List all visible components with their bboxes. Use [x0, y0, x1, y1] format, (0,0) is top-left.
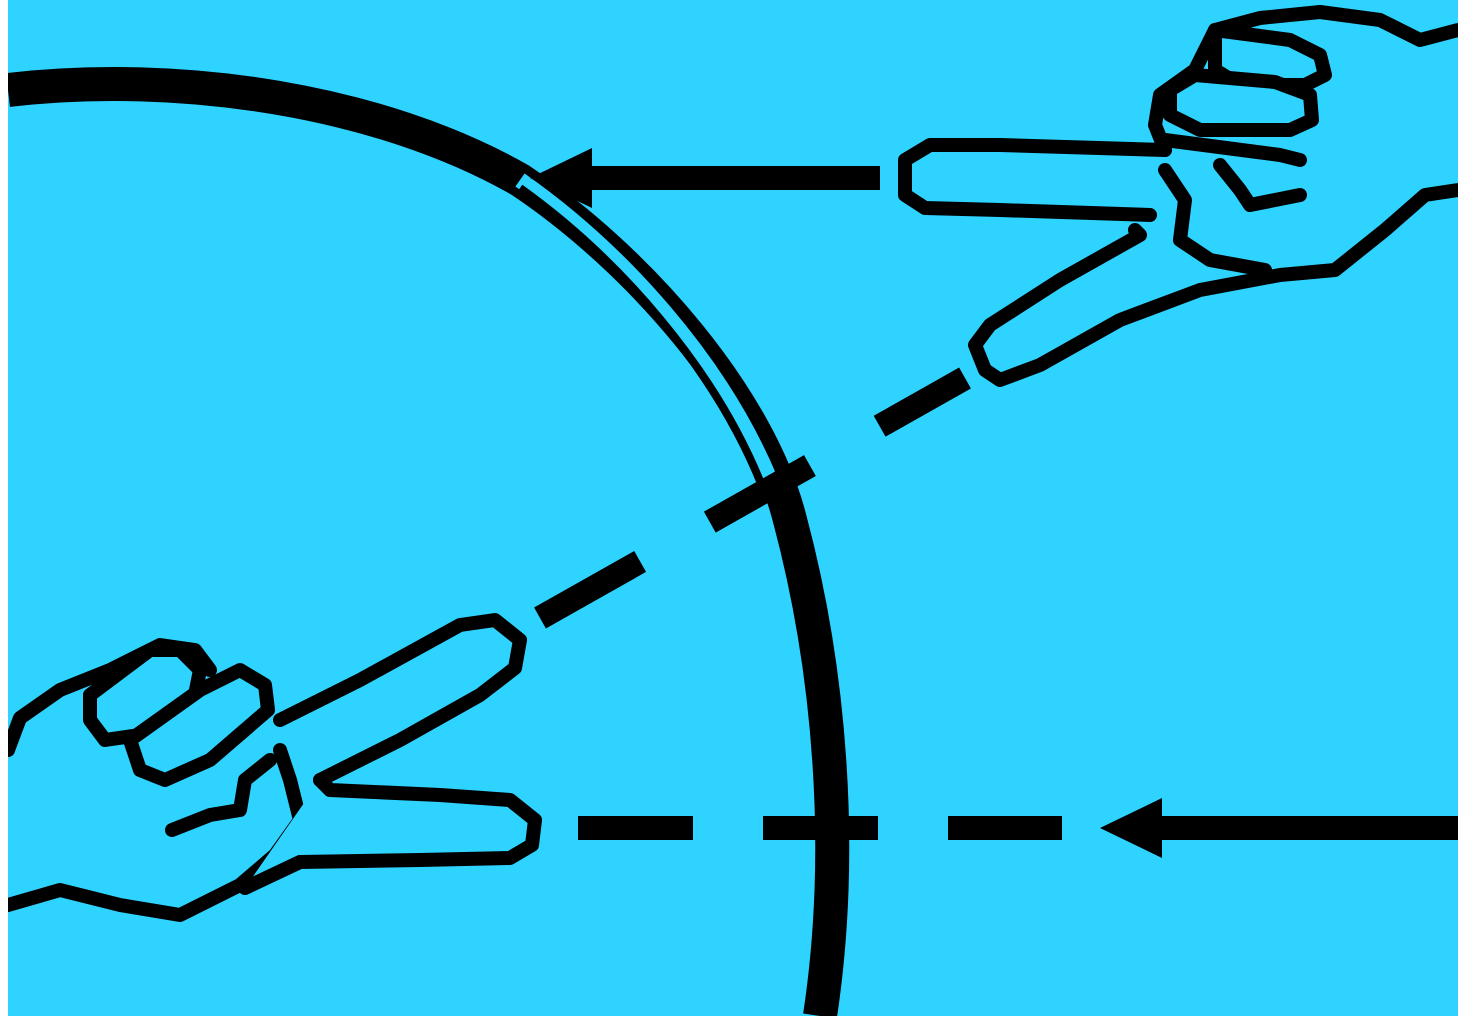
frame-right [1458, 0, 1473, 1021]
frame-left [0, 0, 8, 1021]
frame-bottom [0, 1016, 1473, 1021]
